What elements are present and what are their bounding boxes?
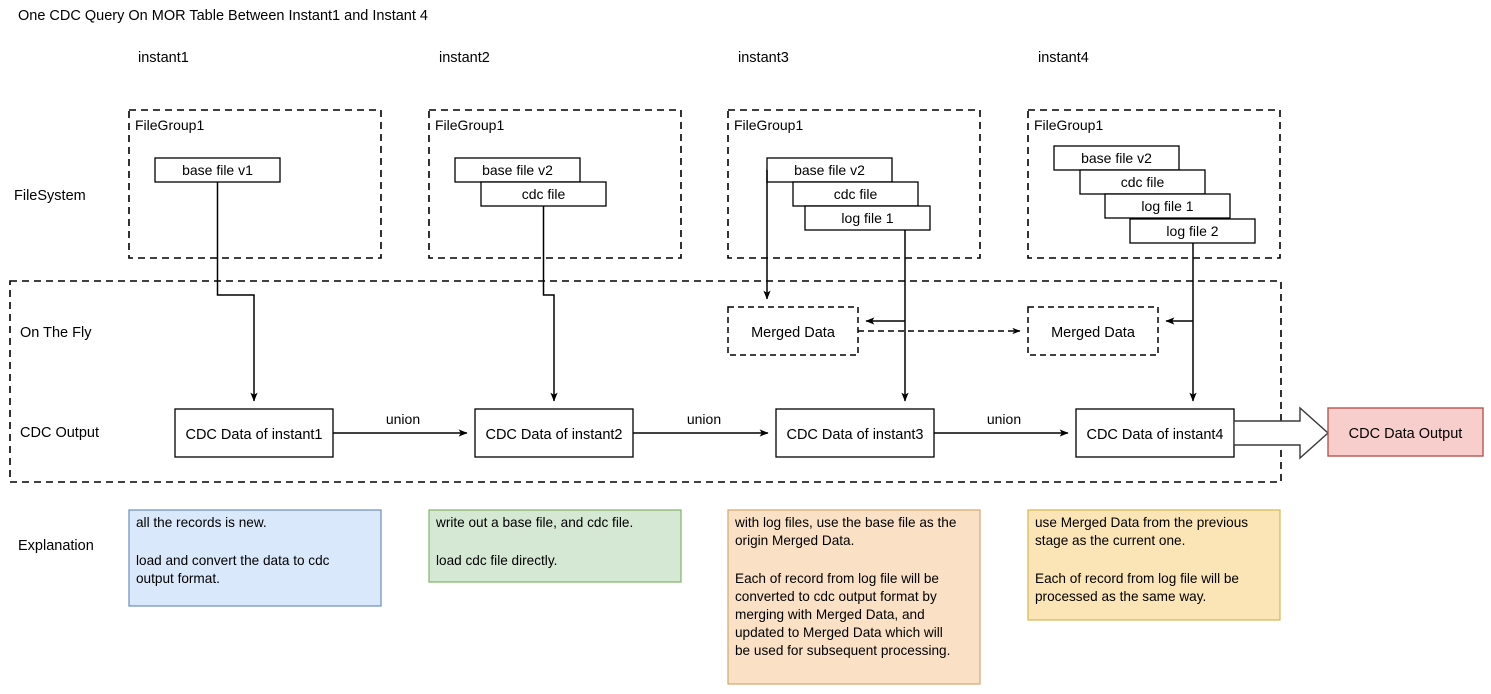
cdc-data-output-box[interactable] xyxy=(1327,407,1484,457)
filegroup-box-instant1 xyxy=(128,109,382,259)
explanation-line-1-0: all the records is new. xyxy=(136,515,267,530)
filegroup-label-instant1: FileGroup1 xyxy=(135,117,204,133)
filegroup-box-instant3 xyxy=(727,109,981,259)
page-title: One CDC Query On MOR Table Between Insta… xyxy=(18,8,428,24)
file-label-base-file-v1: base file v1 xyxy=(182,162,253,178)
union-label-3: union xyxy=(987,411,1021,427)
cdc-label-instant4: CDC Data of instant4 xyxy=(1086,427,1223,443)
filegroup-label-instant3: FileGroup1 xyxy=(734,117,803,133)
explanation-line-4-3: Each of record from log file will be xyxy=(1035,571,1239,586)
explanation-line-4-1: stage as the current one. xyxy=(1035,533,1185,548)
merged-data-box-instant4 xyxy=(1027,306,1159,356)
cdc-label-instant1: CDC Data of instant1 xyxy=(185,427,322,443)
merged-data-label-instant3: Merged Data xyxy=(751,325,836,341)
file-label-i4-base-file-v2: base file v2 xyxy=(1081,150,1152,166)
explanation-line-2-0: write out a base file, and cdc file. xyxy=(435,515,633,530)
union-label-1: union xyxy=(386,411,420,427)
on-the-fly-cdc-container xyxy=(9,280,1282,483)
explanation-line-1-3: output format. xyxy=(136,571,220,586)
filegroup-box-instant4 xyxy=(1027,109,1281,259)
explanation-box-instant4 xyxy=(1027,509,1281,621)
connector-instant1 xyxy=(216,182,258,402)
explanation-line-2-2: load cdc file directly. xyxy=(436,553,557,568)
row-label-filesystem: FileSystem xyxy=(14,188,86,204)
row-label-cdc-output: CDC Output xyxy=(20,425,99,441)
cdc-label-instant2: CDC Data of instant2 xyxy=(485,427,622,443)
file-box-i3-log-file-1[interactable] xyxy=(804,205,931,231)
explanation-line-3-5: merging with Merged Data, and xyxy=(735,607,925,622)
column-header-instant4: instant4 xyxy=(1038,50,1089,66)
explanation-box-instant1 xyxy=(128,509,382,607)
file-label-i4-log-file-1: log file 1 xyxy=(1141,198,1193,214)
file-label-i2-cdc-file: cdc file xyxy=(522,186,566,202)
file-box-i4-base-file-v2[interactable] xyxy=(1053,145,1180,171)
column-header-instant2: instant2 xyxy=(439,50,490,66)
final-block-arrow xyxy=(1233,406,1330,460)
cdc-box-instant1[interactable] xyxy=(174,408,334,458)
explanation-box-instant3 xyxy=(727,509,981,685)
explanation-line-4-0: use Merged Data from the previous xyxy=(1035,515,1248,530)
merged-data-label-instant4: Merged Data xyxy=(1051,325,1136,341)
cdc-data-output-label: CDC Data Output xyxy=(1349,426,1463,442)
union-label-2: union xyxy=(687,411,721,427)
cdc-label-instant3: CDC Data of instant3 xyxy=(786,427,923,443)
explanation-line-3-7: be used for subsequent processing. xyxy=(735,643,950,658)
row-label-explanation: Explanation xyxy=(18,538,94,554)
filegroup-box-instant2 xyxy=(428,109,682,259)
file-label-i4-log-file-2: log file 2 xyxy=(1166,223,1218,239)
file-box-i4-log-file-2[interactable] xyxy=(1129,218,1256,244)
file-label-i3-cdc-file: cdc file xyxy=(834,186,878,202)
column-header-instant1: instant1 xyxy=(138,50,189,66)
explanation-line-3-6: updated to Merged Data which will xyxy=(735,625,943,640)
file-label-i3-log-file-1: log file 1 xyxy=(841,210,893,226)
file-box-i4-log-file-1[interactable] xyxy=(1104,193,1231,219)
file-label-i2-base-file-v2: base file v2 xyxy=(482,162,553,178)
explanation-line-1-2: load and convert the data to cdc xyxy=(136,553,330,568)
cdc-box-instant2[interactable] xyxy=(474,408,634,458)
file-box-base-file-v1[interactable] xyxy=(154,157,281,183)
explanation-line-3-4: converted to cdc output format by xyxy=(735,589,937,604)
explanation-line-3-3: Each of record from log file will be xyxy=(735,571,939,586)
file-box-i2-cdc-file[interactable] xyxy=(480,181,607,207)
explanation-line-3-1: origin Merged Data. xyxy=(735,533,854,548)
file-label-i4-cdc-file: cdc file xyxy=(1121,174,1165,190)
connector-instant2 xyxy=(542,206,558,402)
file-label-i3-base-file-v2: base file v2 xyxy=(794,162,865,178)
row-label-on-the-fly: On The Fly xyxy=(20,325,92,341)
column-header-instant3: instant3 xyxy=(738,50,789,66)
explanation-line-4-4: processed as the same way. xyxy=(1035,589,1206,604)
cdc-box-instant3[interactable] xyxy=(775,408,935,458)
explanation-line-3-0: with log files, use the base file as the xyxy=(734,515,956,530)
explanation-box-instant2 xyxy=(428,509,682,583)
filegroup-label-instant2: FileGroup1 xyxy=(435,117,504,133)
cdc-box-instant4[interactable] xyxy=(1075,408,1235,458)
filegroup-label-instant4: FileGroup1 xyxy=(1034,117,1103,133)
file-box-i3-cdc-file[interactable] xyxy=(792,181,919,207)
